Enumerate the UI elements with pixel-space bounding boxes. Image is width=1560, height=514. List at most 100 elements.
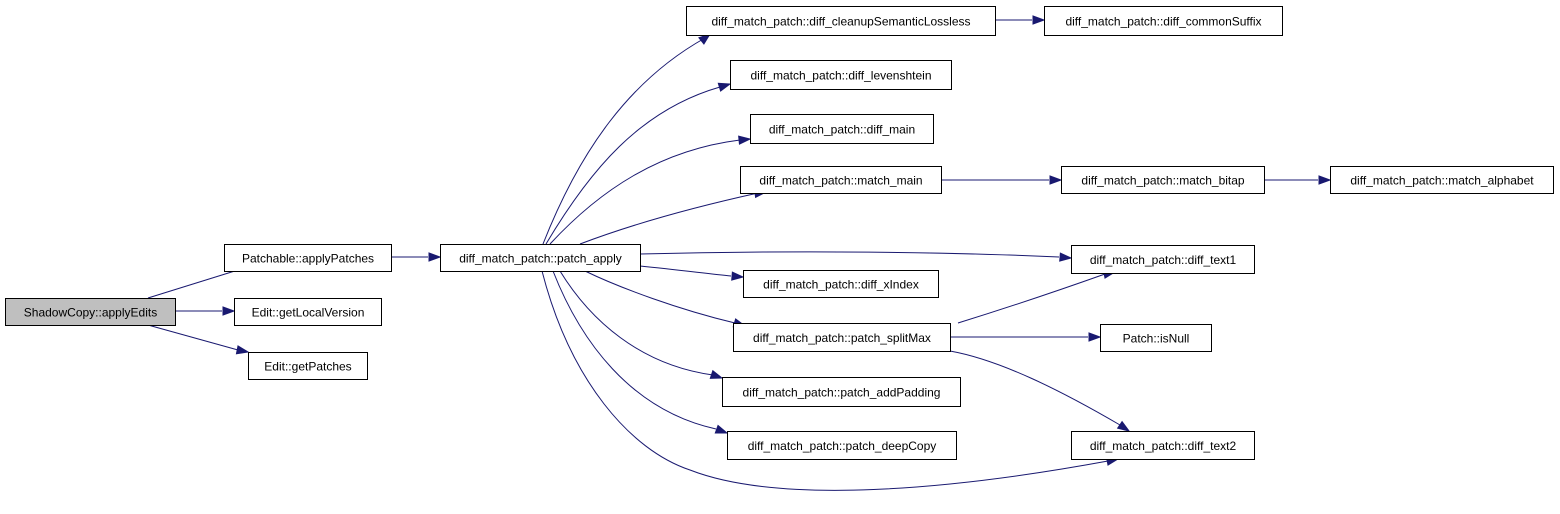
arrowhead-icon (1032, 15, 1046, 25)
node-isNull[interactable]: Patch::isNull (1100, 324, 1212, 352)
node-box (1044, 6, 1283, 36)
node-label: diff_match_patch::diff_text2 (1090, 439, 1237, 453)
node-box (248, 352, 368, 380)
node-box (1071, 431, 1255, 460)
edge-root-to-getLocalVersion (175, 306, 236, 316)
node-box (730, 60, 952, 90)
node-label: diff_match_patch::diff_main (769, 123, 915, 137)
edge-patch_apply-to-splitMax (584, 270, 747, 328)
edge-splitMax-to-isNull (950, 332, 1102, 342)
node-label: diff_match_patch::patch_apply (459, 252, 622, 266)
node-label: diff_match_patch::diff_xIndex (763, 278, 919, 292)
edge-root-to-getPatches (147, 324, 250, 355)
edge-line (639, 265, 732, 277)
node-label: diff_match_patch::diff_levenshtein (750, 69, 931, 83)
arrowhead-icon (1088, 332, 1102, 342)
node-box (1071, 245, 1255, 274)
node-levenshtein[interactable]: diff_match_patch::diff_levenshtein (730, 60, 952, 90)
edge-line (545, 86, 721, 245)
node-match_alphabet[interactable]: diff_match_patch::match_alphabet (1330, 166, 1554, 194)
node-match_main[interactable]: diff_match_patch::match_main (740, 166, 942, 194)
edge-line (147, 324, 239, 351)
arrowhead-icon (235, 345, 250, 355)
nodes-layer: ShadowCopy::applyEdits Patchable::applyPa… (5, 6, 1554, 460)
node-xIndex[interactable]: diff_match_patch::diff_xIndex (743, 270, 939, 298)
arrowhead-icon (714, 424, 729, 434)
node-label: diff_match_patch::diff_cleanupSemanticLo… (711, 15, 970, 29)
node-label: diff_match_patch::patch_splitMax (753, 331, 931, 345)
edge-line (552, 270, 717, 430)
edge-root-to-applyPatches (147, 269, 239, 299)
node-box (224, 244, 392, 272)
edge-line (584, 270, 736, 324)
arrowhead-icon (1059, 252, 1073, 262)
node-box (1330, 166, 1554, 194)
node-box (733, 323, 951, 352)
node-addPadding[interactable]: diff_match_patch::patch_addPadding (722, 377, 961, 407)
node-patch_apply[interactable]: diff_match_patch::patch_apply (440, 244, 641, 272)
node-diff_main[interactable]: diff_match_patch::diff_main (750, 114, 934, 144)
edge-patch_apply-to-xIndex (639, 265, 745, 281)
node-diff_text2[interactable]: diff_match_patch::diff_text2 (1071, 431, 1255, 460)
node-box (722, 377, 961, 407)
node-commonSuffix[interactable]: diff_match_patch::diff_commonSuffix (1044, 6, 1283, 36)
node-label: Patchable::applyPatches (242, 252, 374, 266)
edge-splitMax-to-diff_text2 (949, 350, 1131, 432)
edge-line (639, 251, 1060, 258)
node-root: ShadowCopy::applyEdits (5, 298, 176, 326)
node-getLocalVersion[interactable]: Edit::getLocalVersion (234, 298, 382, 326)
edge-patch_apply-to-addPadding (559, 270, 724, 379)
arrowhead-icon (738, 135, 752, 145)
node-applyPatches[interactable]: Patchable::applyPatches (224, 244, 392, 272)
node-box (743, 270, 939, 298)
edge-line (542, 37, 706, 245)
node-label: Edit::getPatches (264, 360, 351, 374)
node-diff_text1[interactable]: diff_match_patch::diff_text1 (1071, 245, 1255, 274)
edge-line (957, 273, 1106, 324)
edge-patch_apply-to-levenshtein (545, 82, 732, 245)
node-label: ShadowCopy::applyEdits (24, 306, 157, 320)
arrowhead-icon (428, 252, 442, 262)
arrowhead-icon (709, 369, 724, 379)
node-box (750, 114, 934, 144)
node-box (740, 166, 942, 194)
edge-patch_apply-to-diff_text1 (639, 251, 1073, 262)
node-getPatches[interactable]: Edit::getPatches (248, 352, 368, 380)
node-box (1061, 166, 1265, 194)
edge-line (949, 350, 1121, 426)
node-box (1100, 324, 1212, 352)
edges-layer (147, 15, 1332, 491)
node-splitMax[interactable]: diff_match_patch::patch_splitMax (733, 323, 951, 352)
node-label: diff_match_patch::patch_addPadding (743, 386, 941, 400)
node-box (686, 6, 996, 36)
node-label: Patch::isNull (1123, 332, 1190, 346)
edge-applyPatches-to-patch_apply (391, 252, 442, 262)
arrowhead-icon (1049, 175, 1063, 185)
node-label: diff_match_patch::match_bitap (1081, 174, 1245, 188)
edge-cleanupSemLossless-to-commonSuffix (995, 15, 1046, 25)
edge-line (147, 269, 239, 299)
node-box (5, 298, 176, 326)
edge-splitMax-to-diff_text1 (957, 269, 1117, 324)
edge-patch_apply-to-match_main (579, 188, 768, 245)
edge-line (541, 270, 1109, 491)
node-label: diff_match_patch::diff_commonSuffix (1065, 15, 1261, 29)
node-cleanupSemLossless[interactable]: diff_match_patch::diff_cleanupSemanticLo… (686, 6, 996, 36)
node-label: diff_match_patch::match_main (759, 174, 922, 188)
edge-patch_apply-to-cleanupSemLossless (542, 33, 712, 245)
edge-line (549, 139, 741, 245)
arrowhead-icon (717, 82, 732, 92)
node-match_bitap[interactable]: diff_match_patch::match_bitap (1061, 166, 1265, 194)
arrowhead-icon (1116, 420, 1131, 432)
edge-patch_apply-to-deepCopy (552, 270, 729, 434)
edge-match_bitap-to-match_alphabet (1264, 175, 1332, 185)
node-label: diff_match_patch::diff_text1 (1090, 253, 1237, 267)
node-box (234, 298, 382, 326)
node-label: Edit::getLocalVersion (252, 306, 365, 320)
arrowhead-icon (1318, 175, 1332, 185)
edge-patch_apply-to-diff_main (549, 135, 752, 245)
arrowhead-icon (222, 306, 236, 316)
node-label: diff_match_patch::patch_deepCopy (748, 439, 937, 453)
node-deepCopy[interactable]: diff_match_patch::patch_deepCopy (727, 431, 957, 460)
